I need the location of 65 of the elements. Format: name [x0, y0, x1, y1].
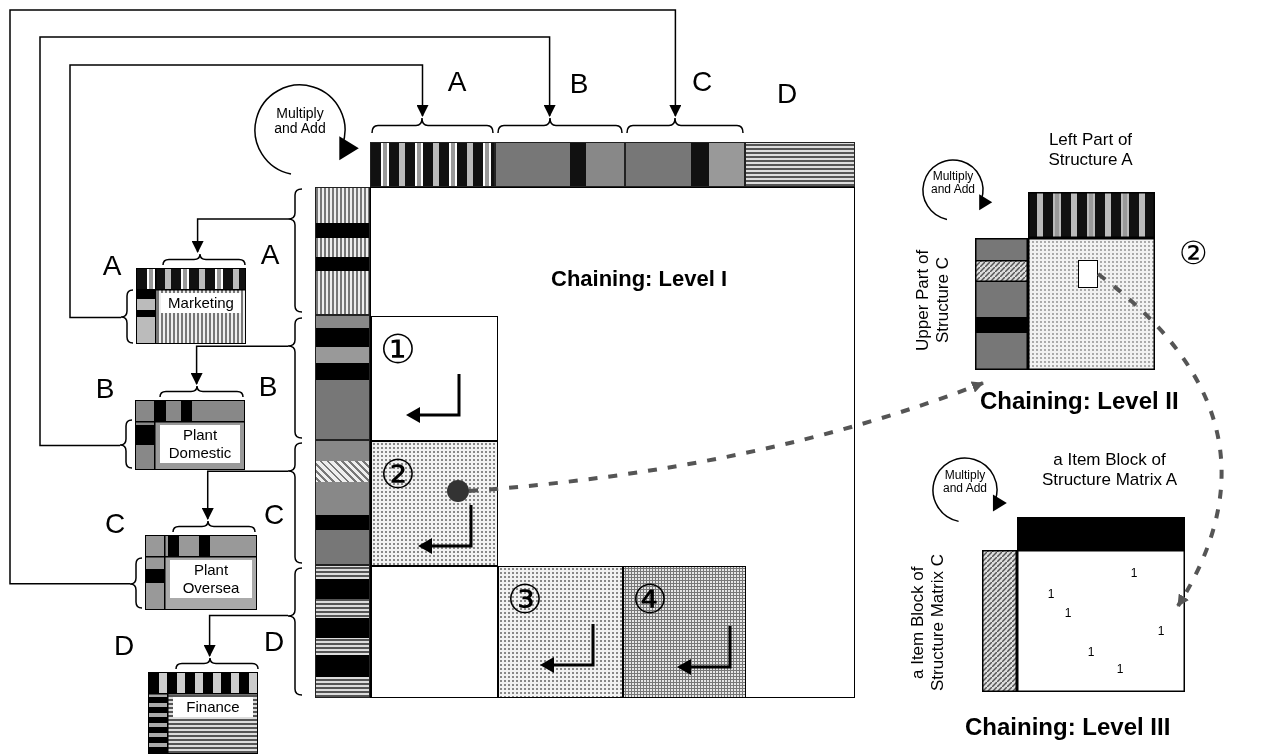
- text-label: 1: [1086, 646, 1096, 660]
- arrow: [39, 36, 556, 447]
- text-label: Marketing: [161, 293, 241, 313]
- bracket-letter: D: [112, 632, 136, 660]
- matrix-segment: [315, 565, 370, 698]
- bracket-letter: B: [94, 375, 116, 403]
- bracket-letter: A: [446, 68, 468, 96]
- bracket-letter: B: [568, 70, 590, 98]
- text-label: 1: [1129, 567, 1139, 581]
- text-label: Multiply and Add: [941, 469, 988, 496]
- matrix-segment: [315, 315, 370, 440]
- matrix-segment: [745, 142, 855, 187]
- selection-rectangle: [1078, 260, 1098, 288]
- matrix-block: [623, 566, 746, 698]
- arrow: [69, 64, 429, 319]
- matrix-title: Chaining: Level III: [965, 713, 1172, 741]
- text-label: Upper Part of Structure C: [913, 248, 953, 353]
- matrix-segment: [315, 187, 370, 315]
- matrix-segment: [625, 142, 745, 187]
- text-label: Plant Domestic: [160, 425, 240, 463]
- bracket-letter: D: [775, 80, 799, 108]
- circled-number: ②: [1177, 236, 1209, 272]
- circled-number: ③: [507, 579, 543, 619]
- matrix-block: [371, 316, 498, 441]
- matrix-title: Chaining: Level I: [551, 266, 729, 292]
- text-label: D: [262, 627, 286, 658]
- text-label: Left Part of Structure A: [1047, 130, 1134, 170]
- text-label: B: [257, 372, 279, 403]
- bracket-letter: C: [103, 510, 127, 538]
- text-label: C: [262, 500, 286, 531]
- matrix-title: Chaining: Level II: [980, 387, 1180, 415]
- matrix-block: [498, 566, 623, 698]
- matrix-block: [371, 441, 498, 566]
- text-label: Plant Oversea: [170, 560, 252, 598]
- dashed-arrow: [468, 381, 984, 493]
- matrix-thumbnail: [148, 672, 258, 754]
- matrix-segment: [370, 142, 495, 187]
- matrix-thumbnail: [136, 268, 246, 344]
- text-label: 1: [1115, 663, 1125, 677]
- text-label: 1: [1046, 588, 1056, 602]
- text-label: 1: [1156, 625, 1166, 639]
- matrix-thumbnail: [145, 535, 257, 610]
- text-label: Multiply and Add: [273, 106, 327, 137]
- text-label: 1: [1063, 607, 1073, 621]
- text-label: Finance: [173, 697, 253, 717]
- text-label: Multiply and Add: [929, 170, 976, 197]
- bracket-letter: C: [690, 68, 714, 96]
- dot-marker: [447, 480, 469, 502]
- arrow: [191, 218, 289, 253]
- text-label: a Item Block of Structure Matrix A: [1040, 450, 1179, 490]
- arrow: [190, 345, 289, 385]
- arrow: [201, 470, 289, 520]
- arrow: [9, 9, 682, 585]
- circled-number: ②: [380, 454, 416, 494]
- text-label: a Item Block of Structure Matrix C: [908, 553, 948, 693]
- text-label: A: [259, 240, 281, 271]
- matrix-block: [371, 566, 498, 698]
- dashed-arrow: [1096, 272, 1224, 607]
- arrow: [203, 614, 289, 657]
- matrix-grid: [370, 187, 855, 698]
- circled-number: ①: [380, 329, 416, 369]
- matrix-segment: [315, 440, 370, 565]
- bracket-letter: A: [101, 252, 123, 280]
- matrix-segment: [495, 142, 625, 187]
- matrix-thumbnail: [135, 400, 245, 470]
